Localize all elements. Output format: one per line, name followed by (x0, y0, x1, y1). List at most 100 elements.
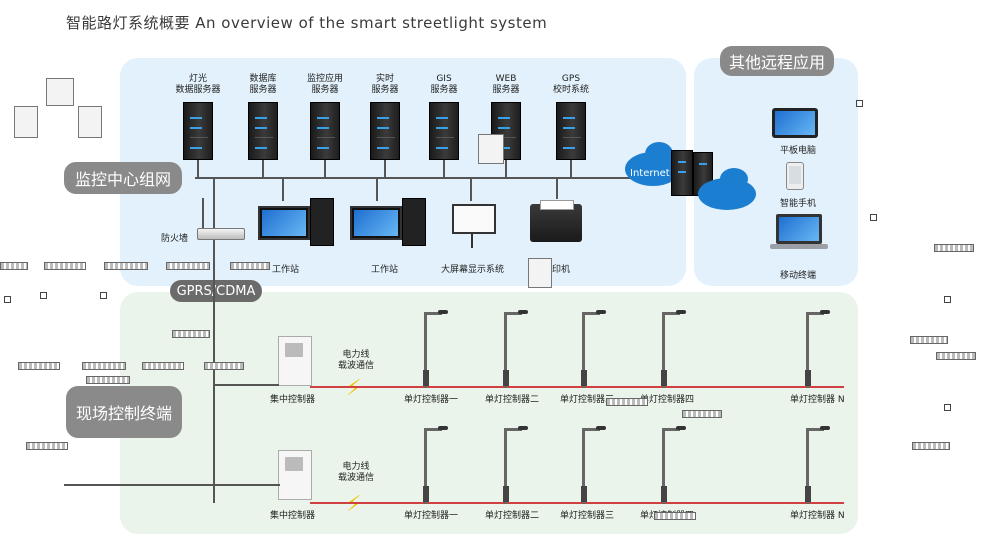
street-light-pole (806, 428, 809, 504)
street-light-pole (582, 312, 585, 388)
lan-link (556, 177, 558, 199)
street-light-arm (662, 428, 680, 431)
artifact-square (100, 292, 107, 299)
lightning-bolt-2: ⚡ (346, 492, 362, 517)
light-controller-label-2-1: 单灯控制器一 (404, 511, 459, 521)
workstation-label-1: 工作站 (272, 265, 300, 275)
server-tower-monitoring (310, 102, 340, 160)
artifact-bar (26, 442, 68, 450)
light-controller-box (661, 486, 667, 502)
light-controller-label-2-2: 单灯控制器二 (485, 511, 540, 521)
carrier-line-2 (310, 502, 844, 504)
internet-cloud-left-top (645, 142, 673, 166)
artifact-bar (0, 262, 28, 270)
artifact-bar (654, 512, 696, 520)
artifact-square (870, 214, 877, 221)
gprs-label: GPRS/CDMA (170, 280, 262, 302)
artifact-square (856, 100, 863, 107)
server-link (505, 160, 507, 178)
concentrator-cabinet-2 (278, 450, 312, 500)
feeder-line-1 (213, 384, 279, 386)
concentrator-label-2: 集中控制器 (270, 511, 316, 521)
carrier-line-1 (310, 386, 844, 388)
server-link (570, 160, 572, 178)
concentrator-label-1: 集中控制器 (270, 395, 316, 405)
street-light-lamp (820, 310, 830, 314)
plc-label-2: 电力线载波通信 (337, 462, 375, 483)
laptop-screen (776, 214, 822, 244)
street-light-arm (806, 428, 824, 431)
server-tower-realtime (370, 102, 400, 160)
artifact-square (944, 404, 951, 411)
artifact-window-icon (478, 134, 504, 164)
street-light-arm (582, 428, 600, 431)
street-light-lamp (518, 310, 528, 314)
street-light-lamp (518, 426, 528, 430)
artifact-bar (606, 398, 648, 406)
light-controller-box (805, 486, 811, 502)
phone-device (786, 162, 804, 190)
artifact-bar (82, 362, 126, 370)
light-controller-label-2-n: 单灯控制器 N (790, 511, 845, 521)
street-light-lamp (596, 426, 606, 430)
printer-label: 打印机 (543, 265, 571, 275)
workstation-monitor-2 (350, 206, 402, 240)
laptop-label: 移动终端 (780, 271, 817, 281)
server-tower-database (248, 102, 278, 160)
light-controller-label-1-n: 单灯控制器 N (790, 395, 845, 405)
plc-label-1: 电力线载波通信 (337, 350, 375, 371)
lightning-bolt-1: ⚡ (346, 376, 362, 401)
light-controller-label-1-3: 单灯控制器三 (560, 395, 615, 405)
street-light-lamp (596, 310, 606, 314)
street-light-lamp (820, 426, 830, 430)
street-light-pole (504, 428, 507, 504)
server-label-database: 数据库服务器 (249, 74, 277, 95)
server-link (197, 160, 199, 178)
street-light-lamp (438, 310, 448, 314)
artifact-bar (86, 376, 130, 384)
feeder-line-2 (64, 484, 280, 486)
artifact-bar (204, 362, 244, 370)
street-light-pole (424, 312, 427, 388)
street-light-arm (662, 312, 680, 315)
concentrator-cabinet-1 (278, 336, 312, 386)
artifact-square (4, 296, 11, 303)
artifact-bar (912, 442, 950, 450)
light-controller-box (503, 370, 509, 386)
street-light-pole (662, 428, 665, 504)
internet-cloud-right-top (720, 168, 748, 190)
server-link (324, 160, 326, 178)
light-controller-label-1-4: 单灯控制器四 (640, 395, 695, 405)
street-light-arm (582, 312, 600, 315)
street-light-pole (662, 312, 665, 388)
street-light-lamp (438, 426, 448, 430)
street-light-arm (504, 428, 522, 431)
server-link (443, 160, 445, 178)
artifact-bar (18, 362, 60, 370)
street-light-pole (806, 312, 809, 388)
internet-label: Internet (630, 168, 670, 179)
artifact-bar (910, 336, 948, 344)
street-light-arm (424, 428, 442, 431)
artifact-window-icon (46, 78, 74, 106)
street-light-arm (504, 312, 522, 315)
backbone-line (213, 177, 215, 503)
light-controller-box (423, 486, 429, 502)
artifact-window-icon (528, 258, 552, 288)
light-controller-box (661, 370, 667, 386)
light-controller-box (503, 486, 509, 502)
light-controller-label-1-1: 单灯控制器一 (404, 395, 459, 405)
server-label-realtime: 实时服务器 (371, 74, 399, 95)
artifact-bar (936, 352, 976, 360)
street-light-pole (582, 428, 585, 504)
artifact-window-icon (14, 106, 38, 138)
big-screen-label: 大屏幕显示系统 (441, 265, 505, 275)
server-link (262, 160, 264, 178)
street-light-arm (424, 312, 442, 315)
artifact-bar (682, 410, 722, 418)
light-controller-box (805, 370, 811, 386)
artifact-bar (44, 262, 86, 270)
printer-paper (540, 200, 574, 210)
remote-apps-label: 其他远程应用 (720, 46, 834, 76)
